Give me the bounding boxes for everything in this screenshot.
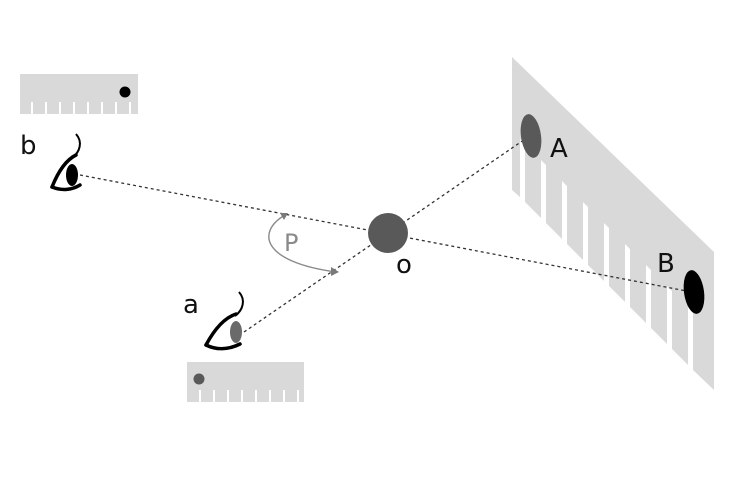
angle-arrowhead-bottom <box>331 267 339 276</box>
mark-B <box>683 270 705 314</box>
angle-arc <box>268 214 337 273</box>
eye-icon <box>204 291 244 351</box>
ruler-b-marker <box>119 86 131 98</box>
central-object <box>368 213 408 253</box>
mark-A <box>520 114 542 158</box>
ruler-b-ticks <box>31 102 131 114</box>
background-wall <box>512 57 714 390</box>
ruler-a-marker <box>193 373 205 385</box>
ruler-a-ticks <box>199 390 299 402</box>
label-eye-b: b <box>20 131 37 161</box>
label-center-o: o <box>396 250 412 280</box>
angle-p <box>268 213 339 276</box>
label-eye-a: a <box>183 290 199 320</box>
ruler-a-bar <box>187 362 304 402</box>
ruler-b <box>20 74 138 114</box>
label-point-B: B <box>657 249 675 279</box>
label-angle-p: P <box>284 229 298 257</box>
wall-panel <box>512 57 714 390</box>
angle-arrowhead-top <box>280 213 288 220</box>
ruler-a <box>187 362 304 402</box>
ruler-b-bar <box>20 74 138 114</box>
label-point-A: A <box>550 134 568 164</box>
eye-icon <box>50 133 82 192</box>
